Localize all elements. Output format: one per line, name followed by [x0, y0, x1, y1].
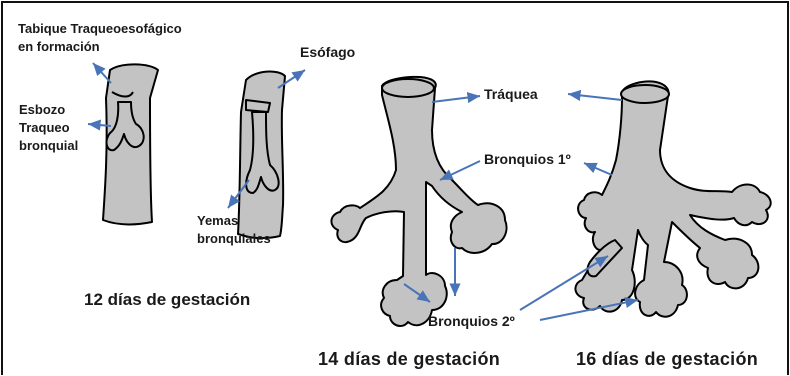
arrow-bronquio1-14d	[439, 160, 481, 181]
label-esbozo-1: Esbozo	[19, 102, 66, 117]
arrow-bronquio2-d	[539, 297, 639, 321]
label-esbozo-2: Traqueo	[19, 120, 70, 135]
esofago-overlap-12d	[245, 99, 271, 113]
label-tabique-2: en formación	[18, 39, 100, 54]
lung-buds-12d-b	[245, 111, 280, 194]
traquea-opening-16d	[620, 84, 670, 104]
caption-14-dias: 14 días de gestación	[318, 349, 501, 369]
arrow-yemas	[227, 179, 250, 209]
caption-16-dias: 16 días de gestación	[576, 349, 759, 369]
label-yemas-1: Yemas	[197, 213, 239, 228]
caption-12-dias: 12 días de gestación	[84, 290, 251, 309]
arrow-esofago	[277, 69, 306, 89]
lung-bud-12d	[105, 101, 145, 152]
arrow-bronquio1-16d	[583, 162, 613, 176]
arrow-traquea-16d	[567, 89, 623, 101]
arrow-traquea-14d	[431, 92, 481, 104]
arrow-bronquio2-a	[403, 283, 431, 303]
lung-tree-14d	[330, 75, 508, 327]
tabique-fold-12d	[111, 91, 134, 98]
label-traquea: Tráquea	[484, 86, 538, 102]
label-esofago: Esófago	[300, 44, 356, 60]
lung-tree-16d	[574, 80, 772, 318]
label-bronquios-1: Bronquios 1º	[484, 151, 571, 167]
label-tabique-1: Tabique Traqueoesofágico	[18, 21, 182, 36]
arrow-bronquio2-c	[519, 255, 609, 311]
label-esbozo-3: bronquial	[19, 138, 79, 153]
arrow-tabique	[92, 62, 112, 84]
label-yemas-2: bronquiales	[197, 231, 271, 246]
label-bronquios-2: Bronquios 2º	[428, 313, 515, 329]
arrow-esbozo	[87, 119, 112, 131]
traquea-opening-14d	[381, 78, 435, 98]
